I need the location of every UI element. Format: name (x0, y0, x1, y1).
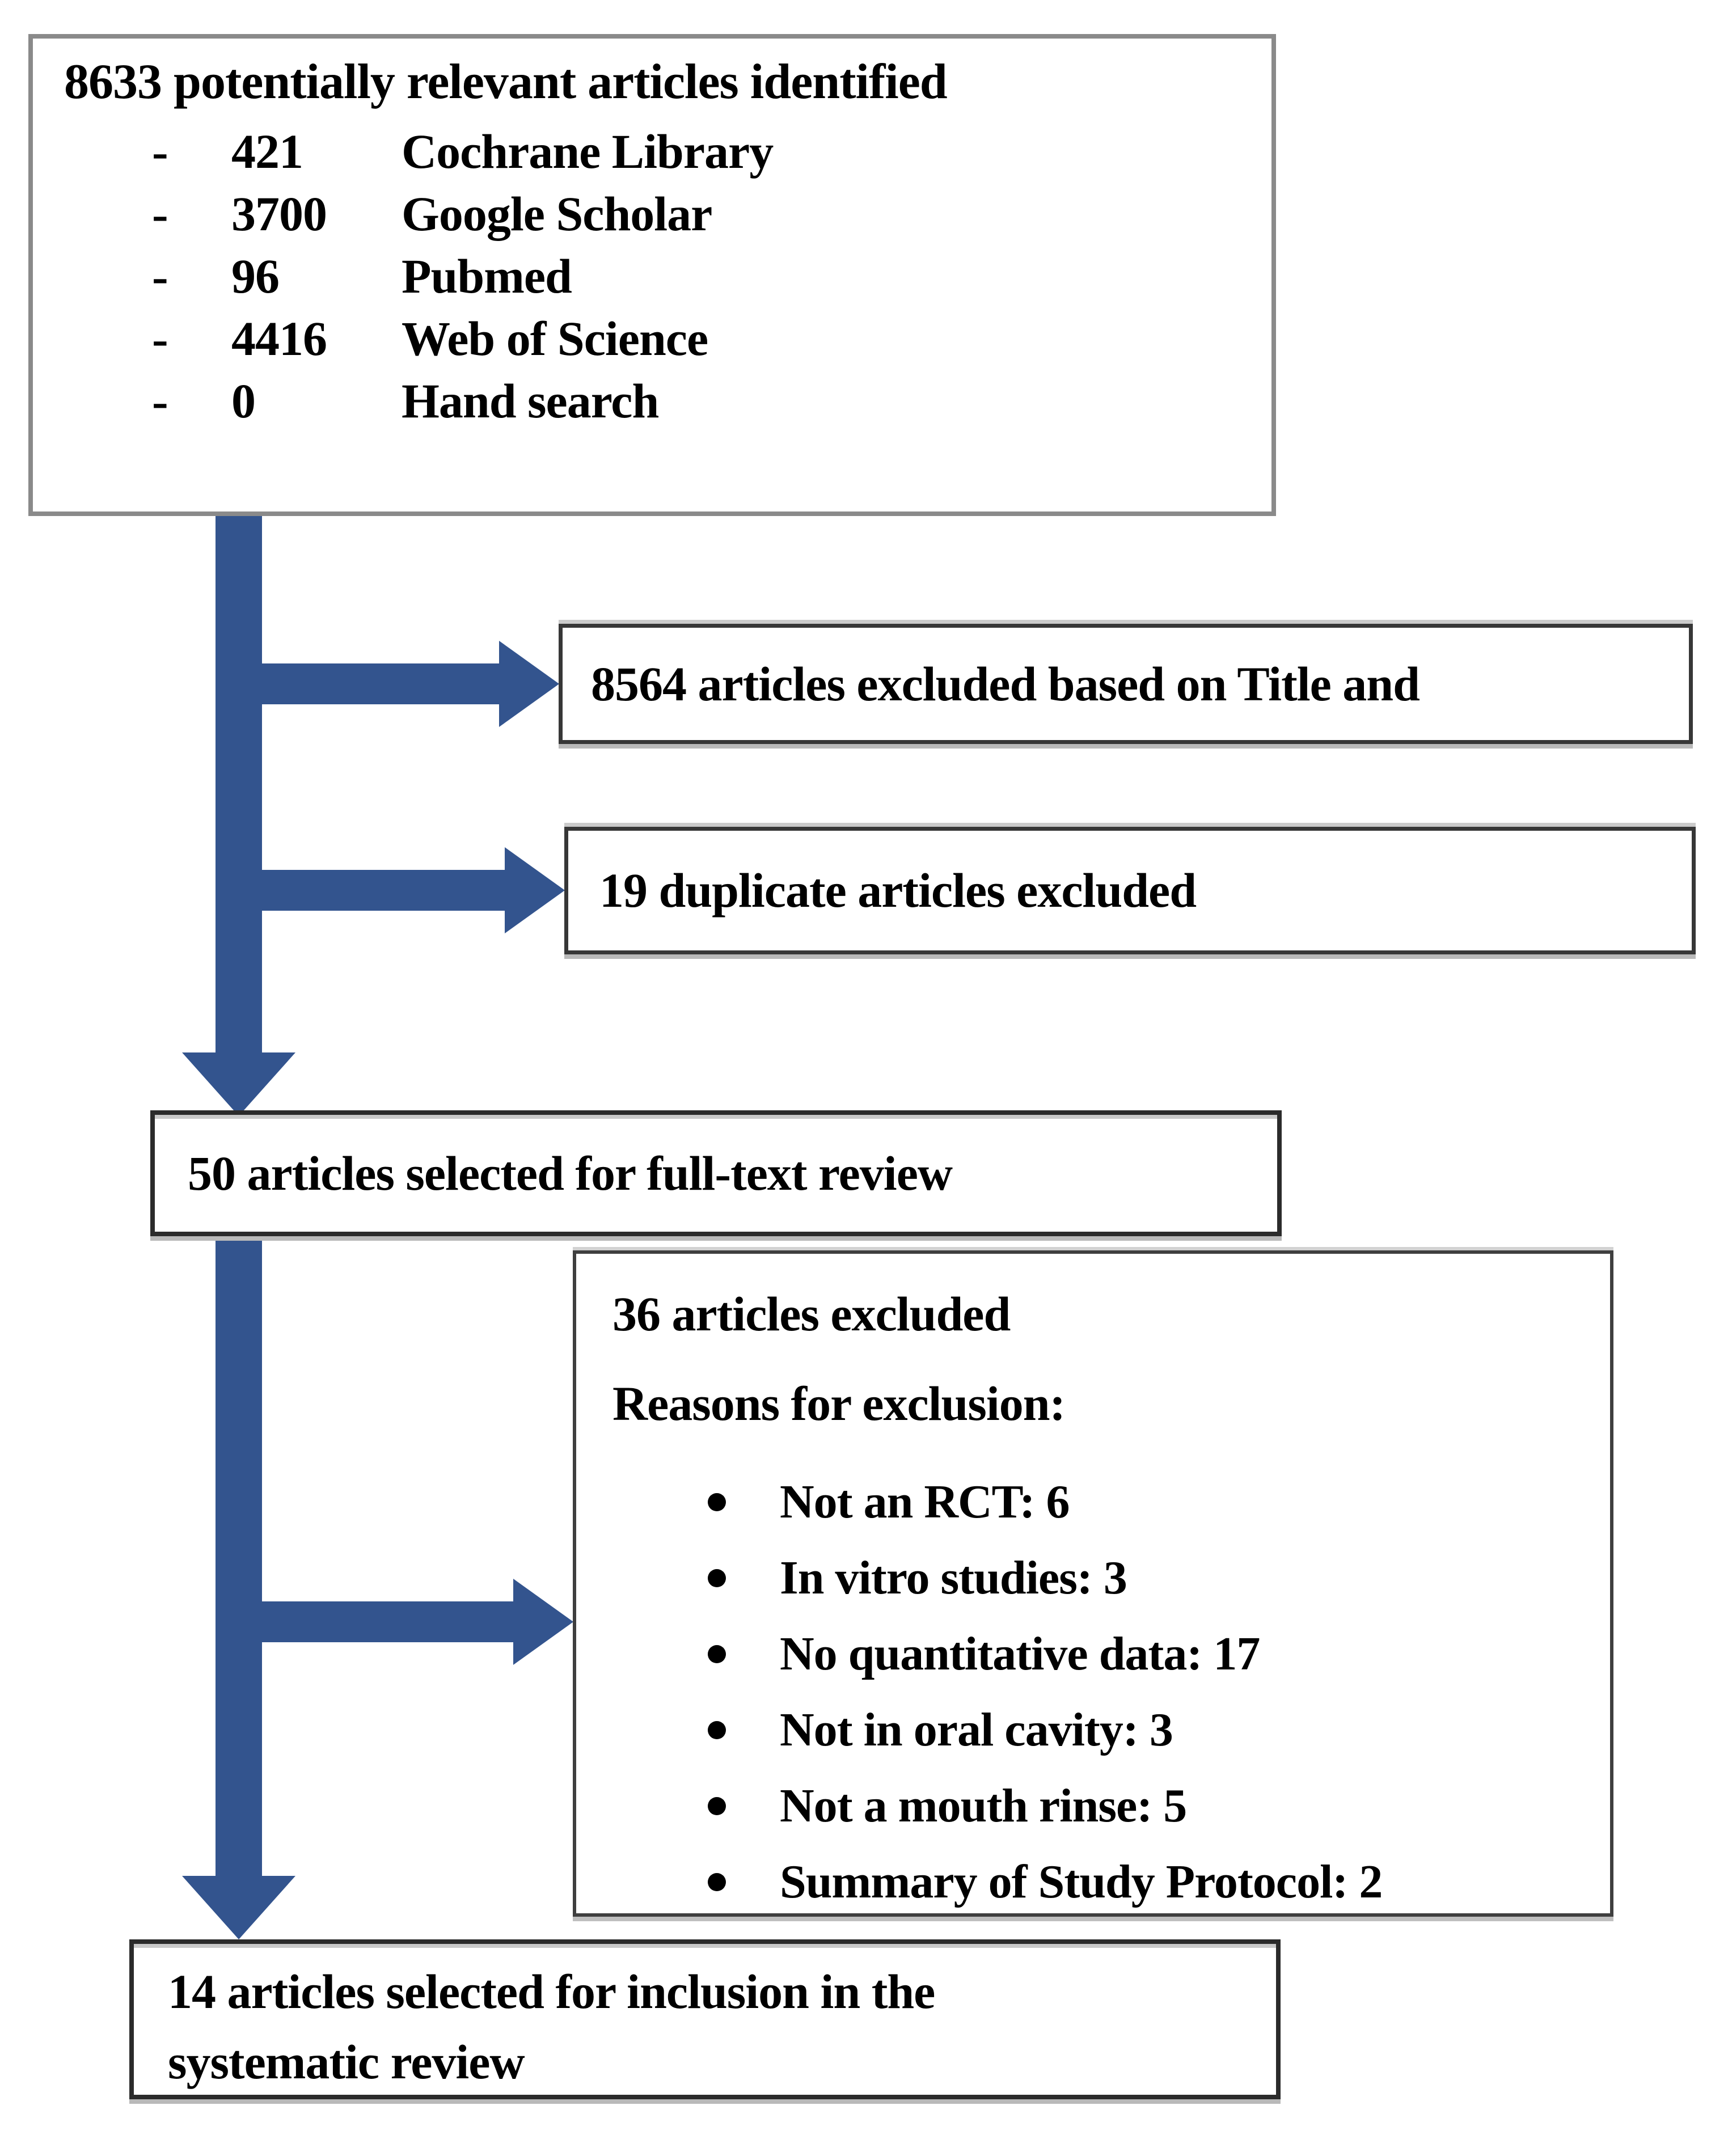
source-row-cochrane: - 421 Cochrane Library (152, 121, 1271, 183)
source-list: - 421 Cochrane Library - 3700 Google Sch… (152, 121, 1271, 433)
down-arrow-shaft-icon (216, 513, 262, 1060)
bullet-icon (708, 1569, 726, 1587)
reason-label: Not in oral cavity: 3 (780, 1703, 1173, 1757)
source-name: Web of Science (402, 311, 708, 366)
dash-glyph: - (152, 187, 168, 242)
list-item: Not a mouth rinse: 5 (612, 1768, 1610, 1844)
source-row-pubmed: - 96 Pubmed (152, 246, 1271, 308)
right-arrow-shaft-icon (261, 870, 505, 911)
reason-label: Not an RCT: 6 (780, 1476, 1070, 1529)
bullet-icon (708, 1645, 726, 1663)
bullet-icon (708, 1796, 726, 1815)
bullet-icon (708, 1493, 726, 1511)
source-count: 0 (231, 374, 256, 429)
full-text-excluded-box: 36 articles excluded Reasons for exclusi… (573, 1250, 1613, 1917)
right-arrow-shaft-icon (261, 663, 499, 704)
reason-label: In vitro studies: 3 (780, 1552, 1127, 1605)
included-line1: 14 articles selected for inclusion in th… (168, 1964, 935, 2019)
source-count: 4416 (231, 311, 327, 366)
right-arrowhead-icon (513, 1579, 573, 1665)
source-row-web-of-science: - 4416 Web of Science (152, 308, 1271, 370)
exclusion-reason-list: Not an RCT: 6 In vitro studies: 3 No qua… (612, 1464, 1610, 1920)
identified-title: 8633 potentially relevant articles ident… (64, 54, 948, 109)
bullet-icon (708, 1720, 726, 1739)
full-text-review-box: 50 articles selected for full-text revie… (150, 1110, 1282, 1236)
dash-glyph: - (152, 249, 168, 304)
source-row-google-scholar: - 3700 Google Scholar (152, 183, 1271, 246)
included-line2: systematic review (168, 2035, 525, 2090)
source-count: 96 (231, 249, 280, 304)
source-count: 421 (231, 124, 303, 179)
dash-glyph: - (152, 374, 168, 429)
full-text-excluded-title: 36 articles excluded (612, 1287, 1011, 1341)
down-arrowhead-icon (182, 1052, 295, 1116)
duplicates-excluded-box: 19 duplicate articles excluded (564, 827, 1696, 954)
list-item: Summary of Study Protocol: 2 (612, 1844, 1610, 1920)
reason-label: Summary of Study Protocol: 2 (780, 1855, 1383, 1909)
down-arrow-shaft-icon (216, 1235, 262, 1879)
identified-articles-box: 8633 potentially relevant articles ident… (28, 34, 1276, 516)
dash-glyph: - (152, 311, 168, 366)
source-name: Cochrane Library (402, 124, 774, 179)
reasons-subtitle: Reasons for exclusion: (612, 1376, 1066, 1431)
full-text-review-label: 50 articles selected for full-text revie… (188, 1145, 953, 1200)
source-count: 3700 (231, 187, 327, 242)
right-arrowhead-icon (505, 847, 565, 933)
source-name: Google Scholar (402, 187, 712, 242)
reason-label: No quantitative data: 17 (780, 1627, 1260, 1681)
included-articles-box: 14 articles selected for inclusion in th… (129, 1939, 1281, 2099)
dash-glyph: - (152, 124, 168, 179)
list-item: Not an RCT: 6 (612, 1464, 1610, 1540)
list-item: In vitro studies: 3 (612, 1540, 1610, 1616)
right-arrow-shaft-icon (261, 1601, 513, 1642)
down-arrowhead-icon (182, 1876, 295, 1939)
excluded-title-abstract-label: 8564 articles excluded based on Title an… (591, 656, 1420, 711)
bullet-icon (708, 1872, 726, 1891)
list-item: No quantitative data: 17 (612, 1616, 1610, 1692)
list-item: Not in oral cavity: 3 (612, 1692, 1610, 1768)
right-arrowhead-icon (499, 641, 559, 727)
excluded-title-abstract-box: 8564 articles excluded based on Title an… (559, 624, 1693, 744)
reason-label: Not a mouth rinse: 5 (780, 1779, 1187, 1833)
source-name: Hand search (402, 374, 659, 429)
source-name: Pubmed (402, 249, 572, 304)
duplicates-excluded-label: 19 duplicate articles excluded (599, 863, 1197, 918)
source-row-hand-search: - 0 Hand search (152, 370, 1271, 433)
